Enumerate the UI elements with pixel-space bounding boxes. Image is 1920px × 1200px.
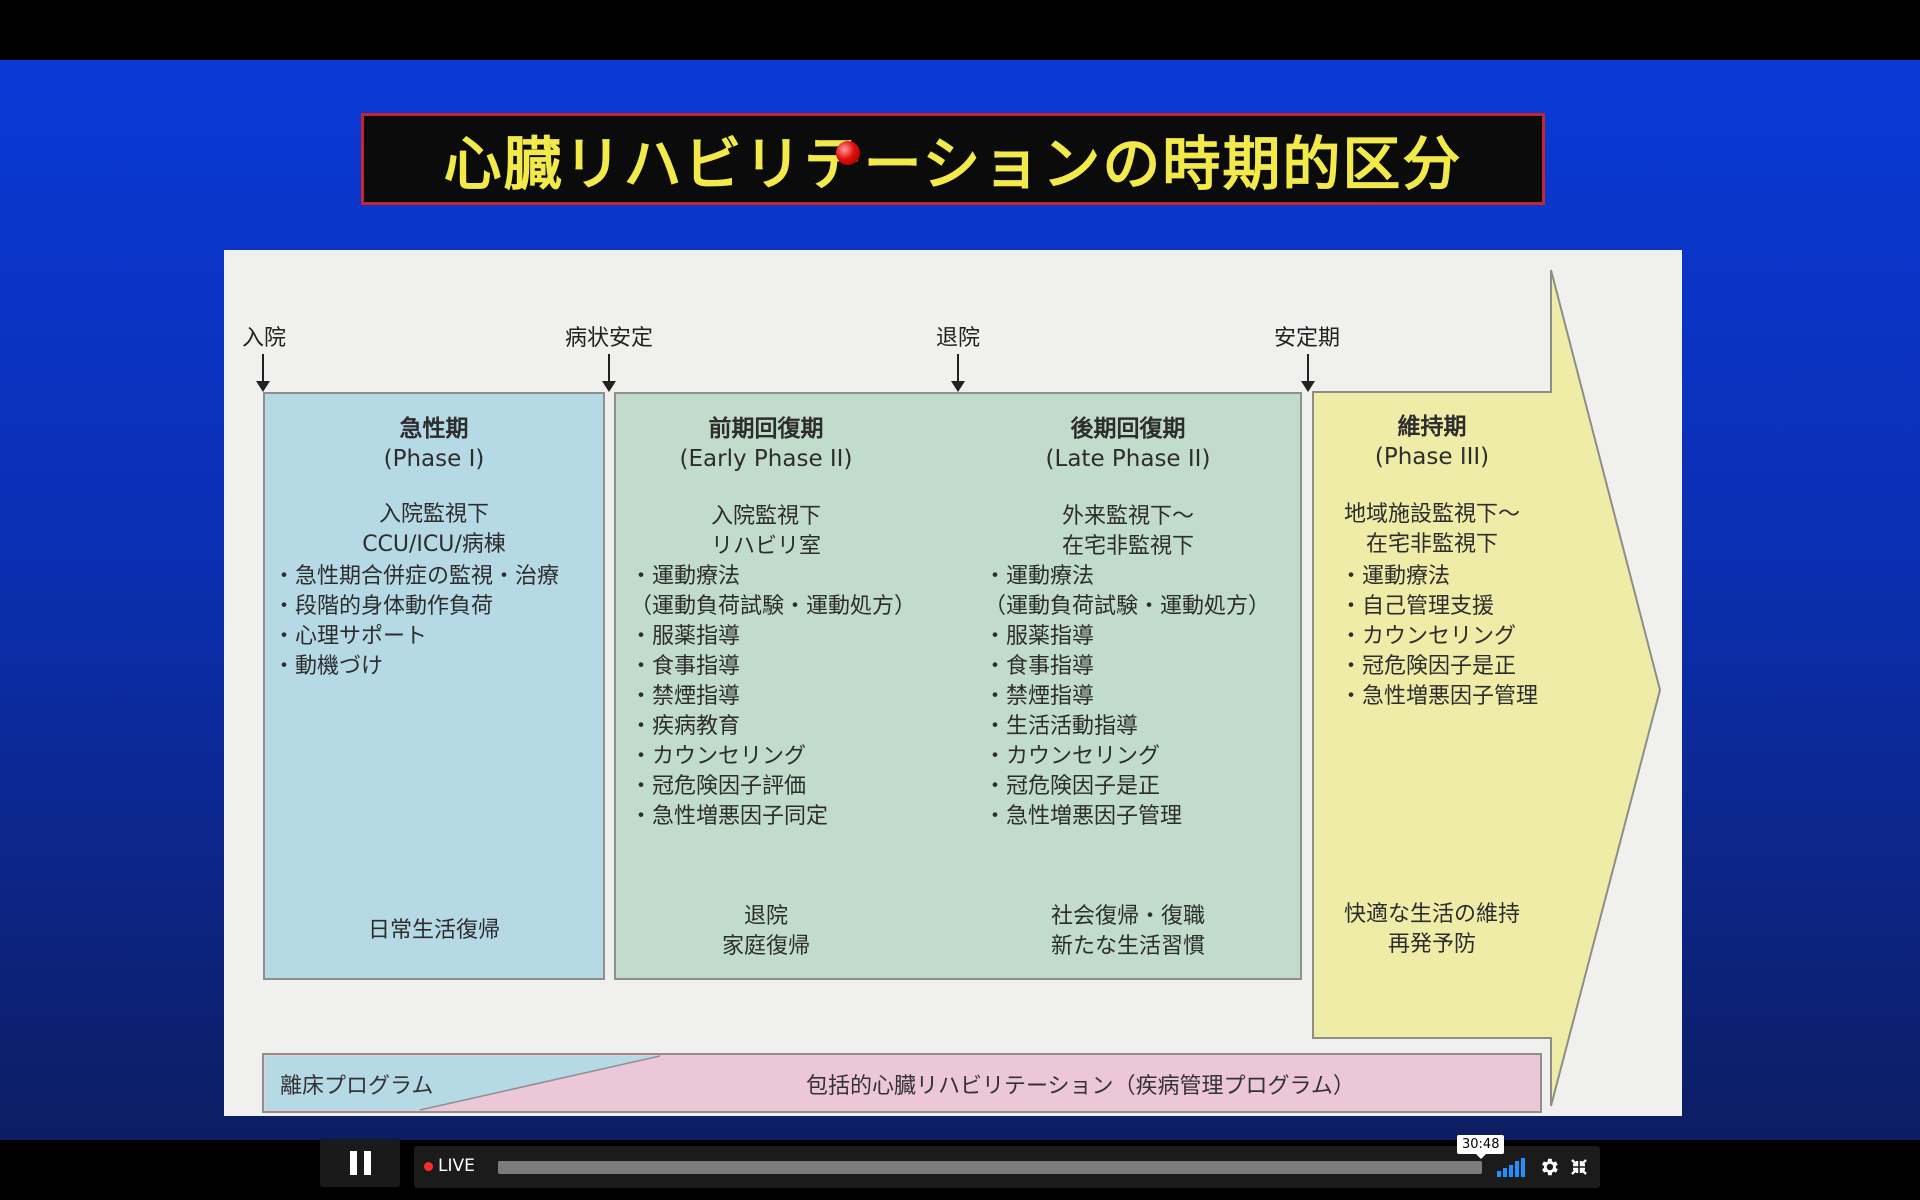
phase-iii-title: 維持期 [1397, 414, 1467, 440]
early-phase-ii-subtitle: (Early Phase II) [679, 446, 853, 472]
early-phase-ii-location: 入院監視下 リハビリ室 [710, 504, 821, 559]
list-item: ・段階的身体動作負荷 [273, 594, 494, 619]
phase-i-location: 入院監視下 CCU/ICU/病棟 [362, 502, 506, 557]
list-item: ・冠危険因子是正 [1340, 654, 1517, 679]
phase-iii-location: 地域施設監視下〜 在宅非監視下 [1343, 502, 1520, 557]
phase-iii-items: ・運動療法 ・自己管理支援 ・カウンセリング ・冠危険因子是正 ・急性増悪因子管… [1340, 562, 1538, 712]
list-item: ・服薬指導 [630, 624, 741, 649]
phase-i-title: 急性期 [399, 416, 469, 442]
live-dot-icon [424, 1161, 433, 1171]
list-item: ・急性増悪因子管理 [984, 804, 1183, 829]
phase-i-goal: 日常生活復帰 [367, 918, 500, 943]
seek-bar[interactable] [498, 1161, 1482, 1174]
list-item: ・冠危険因子評価 [630, 774, 807, 799]
pause-icon [349, 1151, 357, 1175]
list-item: ・カウンセリング [984, 744, 1161, 769]
signal-bars-icon[interactable] [1496, 1157, 1526, 1177]
gear-icon[interactable] [1538, 1156, 1560, 1178]
late-phase-ii-location: 外来監視下〜 在宅非監視下 [1061, 504, 1194, 559]
early-phase-ii-goal: 退院 家庭復帰 [721, 904, 810, 959]
list-item: （運動負荷試験・運動処方） [630, 594, 917, 619]
list-item: ・服薬指導 [984, 624, 1095, 649]
list-item: ・カウンセリング [630, 744, 807, 769]
list-item: ・カウンセリング [1340, 624, 1517, 649]
live-indicator[interactable]: LIVE [424, 1156, 475, 1176]
presentation-slide: 心臓リハビリテーションの時期的区分 入院 病状安定 退院 安定期 急性期 (Ph… [0, 60, 1920, 1140]
laser-pointer-icon [836, 141, 860, 165]
fullscreen-exit-icon[interactable] [1570, 1158, 1588, 1176]
list-item: ・生活活動指導 [984, 714, 1139, 739]
list-item: ・心理サポート [273, 624, 428, 649]
down-arrow-icon [256, 354, 270, 392]
late-phase-ii-title: 後期回復期 [1070, 416, 1186, 442]
phase-iii-arrow-shape [262, 269, 1662, 1113]
late-phase-ii-items: ・運動療法 （運動負荷試験・運動処方） ・服薬指導 ・食事指導 ・禁煙指導 ・生… [984, 562, 1270, 832]
time-tooltip: 30:48 [1457, 1135, 1505, 1159]
list-item: （運動負荷試験・運動処方） [984, 594, 1271, 619]
phase-ii-box: 前期回復期 (Early Phase II) 入院監視下 リハビリ室 ・運動療法… [614, 392, 1302, 980]
early-phase-ii-items: ・運動療法 （運動負荷試験・運動処方） ・服薬指導 ・食事指導 ・禁煙指導 ・疾… [630, 562, 916, 832]
list-item: ・疾病教育 [630, 714, 741, 739]
pause-button[interactable] [320, 1139, 400, 1187]
milestone-discharge: 退院 [935, 326, 981, 351]
list-item: ・急性期合併症の監視・治療 [273, 564, 560, 589]
list-item: ・急性増悪因子管理 [1340, 684, 1539, 709]
diagram-panel: 入院 病状安定 退院 安定期 急性期 (Phase I) 入院監視下 CCU/I… [224, 250, 1682, 1116]
phase-iii-subtitle: (Phase III) [1374, 444, 1490, 470]
slide-title: 心臓リハビリテーションの時期的区分 [443, 130, 1463, 198]
list-item: ・急性増悪因子同定 [630, 804, 829, 829]
down-arrow-icon [602, 354, 616, 392]
late-phase-ii-goal: 社会復帰・復職 新たな生活習慣 [1050, 904, 1205, 959]
list-item: ・運動療法 [630, 564, 741, 589]
milestone-admission: 入院 [241, 326, 287, 351]
list-item: ・動機づけ [273, 654, 384, 679]
down-arrow-icon [951, 354, 965, 392]
early-phase-ii-title: 前期回復期 [708, 416, 824, 442]
list-item: ・冠危険因子是正 [984, 774, 1161, 799]
milestone-stable-period: 安定期 [1273, 326, 1341, 351]
list-item: ・運動療法 [984, 564, 1095, 589]
slide-title-box: 心臓リハビリテーションの時期的区分 [361, 113, 1545, 205]
early-mobilization-program-label: 離床プログラム [280, 1074, 434, 1099]
list-item: ・食事指導 [984, 654, 1095, 679]
seek-bar-progress [498, 1161, 1482, 1174]
phase-i-box: 急性期 (Phase I) 入院監視下 CCU/ICU/病棟 ・急性期合併症の監… [263, 392, 605, 980]
phase-i-items: ・急性期合併症の監視・治療 ・段階的身体動作負荷 ・心理サポート ・動機づけ [273, 562, 559, 682]
list-item: ・食事指導 [630, 654, 741, 679]
down-arrow-icon [1301, 354, 1315, 392]
live-label: LIVE [438, 1156, 475, 1176]
list-item: ・自己管理支援 [1340, 594, 1495, 619]
phase-i-subtitle: (Phase I) [383, 446, 485, 472]
phase-iii-goal: 快適な生活の維持 再発予防 [1343, 902, 1520, 957]
late-phase-ii-subtitle: (Late Phase II) [1045, 446, 1211, 472]
list-item: ・禁煙指導 [630, 684, 741, 709]
comprehensive-cardiac-rehab-label: 包括的心臓リハビリテーション（疾病管理プログラム） [806, 1074, 1355, 1099]
list-item: ・運動療法 [1340, 564, 1451, 589]
milestone-stable-condition: 病状安定 [564, 326, 654, 351]
list-item: ・禁煙指導 [984, 684, 1095, 709]
